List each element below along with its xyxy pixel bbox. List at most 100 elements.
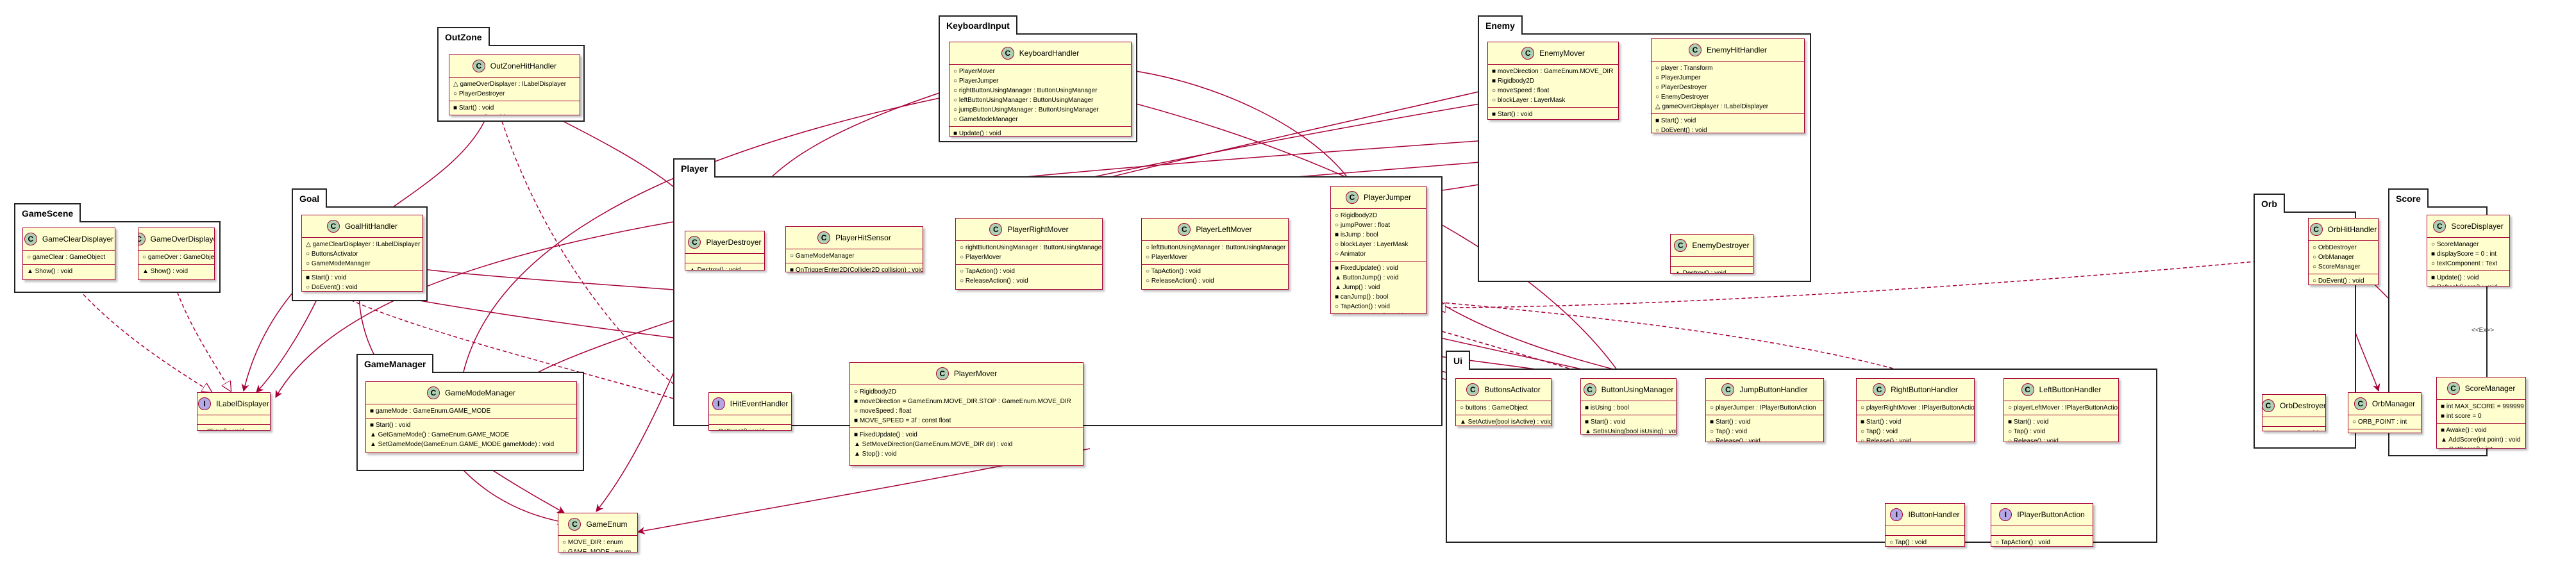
method: ▲ Destroy() : void bbox=[2266, 429, 2321, 431]
class-name: EnemyDestroyer bbox=[1692, 241, 1750, 250]
field: ○ EnemyDestroyer bbox=[1655, 94, 1709, 101]
methods-section: ■ Start() : void○ DoEvent() : void bbox=[449, 101, 580, 115]
interface-icon: I bbox=[712, 397, 725, 410]
field: ○ playerJumper : IPlayerButtonAction bbox=[1710, 404, 1816, 411]
class-icon: C bbox=[568, 518, 581, 531]
field: ○ rightButtonUsingManager : ButtonUsingM… bbox=[960, 244, 1103, 251]
method: ○ TapAction() : void bbox=[960, 268, 1015, 275]
methods-section: ○ TapAction() : void ○ ReleaseAction() : … bbox=[956, 265, 1102, 288]
class-icon: C bbox=[1521, 47, 1535, 60]
class-icon: C bbox=[1001, 47, 1014, 60]
class-icon: C bbox=[2262, 399, 2275, 412]
method: ○ ReleaseAction() : void bbox=[960, 278, 1028, 285]
method: ○ DoEvent() : void bbox=[2313, 278, 2364, 285]
field: ○ ScoreManager bbox=[2313, 263, 2361, 270]
method: ○ Tap() : void bbox=[1710, 428, 1748, 435]
method: ■ canJump() : bool bbox=[1335, 294, 1389, 301]
class-icon: C bbox=[326, 220, 340, 233]
fields-section: ○ playerLeftMover : IPlayerButtonAction bbox=[2004, 401, 2118, 415]
realization-edge-14 bbox=[172, 279, 231, 391]
method: ■ Start() : void bbox=[1585, 419, 1626, 426]
class-name: OrbManager bbox=[2371, 399, 2416, 408]
method: ▲ SetActive(bool isActive) : void bbox=[1460, 419, 1551, 426]
field: ○ leftButtonUsingManager : ButtonUsingMa… bbox=[1146, 244, 1286, 251]
method: ▲ Jump() : void bbox=[1335, 284, 1380, 291]
class-gameoverdisplayer[interactable]: CGameOverDisplayer○ gameOver : GameObjec… bbox=[138, 228, 215, 280]
methods-section: ■ Start() : void○ Tap() : void○ Release(… bbox=[1857, 415, 1974, 442]
class-icon: C bbox=[688, 236, 701, 249]
methods-section: ■ Start() : void■ FixedUpdate() : void bbox=[1488, 108, 1618, 119]
field: ○ gameClear : GameObject bbox=[27, 254, 106, 261]
package-title: Score bbox=[2388, 188, 2429, 208]
fields-section bbox=[709, 415, 791, 425]
method: ▲ SetGameMode(GameEnum.GAME_MODE gameMod… bbox=[370, 441, 555, 448]
methods-section: ■ Start() : void▲ GetGameMode() : GameEn… bbox=[366, 419, 576, 451]
field: △ gameOverDisplayer : ILabelDisplayer bbox=[453, 81, 567, 88]
class-name: RightButtonHandler bbox=[1891, 385, 1958, 394]
methods-section: ▲ Show() : void bbox=[138, 265, 214, 278]
package-title: Orb bbox=[2254, 194, 2285, 213]
methods-section: ■ Start() : void○ DoEvent() : void bbox=[1652, 114, 1804, 133]
method: ○ DoEvent() : void bbox=[306, 284, 358, 291]
method: ○ Show() : void bbox=[201, 427, 266, 430]
fields-section: ○ buttons : GameObject bbox=[1456, 401, 1551, 415]
method: ▲ SetIsUsing(bool isUsing) : void bbox=[1585, 428, 1677, 435]
field: ■ Rigidbody2D bbox=[1492, 78, 1535, 85]
field: ○ ScoreManager bbox=[2431, 241, 2479, 248]
class-icon: C bbox=[1583, 383, 1596, 396]
class-name: GameModeManager bbox=[444, 388, 516, 397]
class-name: GoalHitHandler bbox=[344, 222, 398, 231]
methods-section: ○ DoEvent() : void bbox=[709, 425, 791, 430]
class-icon: C bbox=[817, 231, 831, 244]
class-name: IPlayerButtonAction bbox=[2017, 510, 2085, 519]
class-name: PlayerLeftMover bbox=[1196, 225, 1252, 234]
methods-section: ■ OnTriggerEnter2D(Collider2D collision)… bbox=[786, 263, 923, 272]
realization-edge-13 bbox=[70, 279, 212, 392]
field: ○ GameModeManager bbox=[306, 260, 371, 267]
class-name: PlayerJumper bbox=[1363, 193, 1412, 202]
method: ▲ Stop() : void bbox=[854, 451, 897, 458]
class-name: KeyboardHandler bbox=[1019, 49, 1080, 58]
methods-section: ■ Start() : void○ Tap() : void○ Release(… bbox=[2004, 415, 2118, 442]
